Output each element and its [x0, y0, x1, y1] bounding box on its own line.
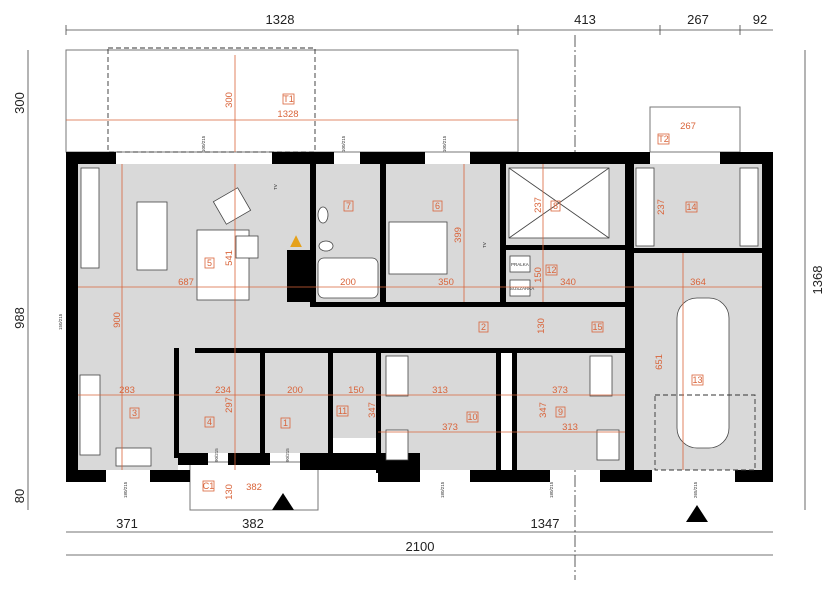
room-label-15: 15 [592, 322, 602, 332]
dim-top-2: 413 [574, 12, 596, 27]
svg-text:297: 297 [224, 397, 235, 413]
overall-dimensions: 1328 413 267 92 300 988 80 1368 371 382 … [12, 12, 825, 580]
svg-text:347: 347 [538, 402, 549, 418]
room-label-10: 10 [467, 412, 477, 422]
washbasin [317, 206, 329, 224]
dim-top-4: 92 [753, 12, 767, 27]
dim-right: 1368 [810, 266, 825, 295]
svg-text:373: 373 [552, 385, 568, 396]
room-label-13: 13 [692, 375, 702, 385]
svg-text:90/215: 90/215 [214, 448, 219, 462]
svg-text:651: 651 [654, 354, 665, 370]
dim-bottom-3: 1347 [531, 516, 560, 531]
washer-label: PRALKA [511, 262, 529, 267]
room-dimension-texts: 300 1328 267 130 382 200 130 283 234 297… [112, 92, 706, 500]
room-label-t2: T2 [658, 134, 669, 144]
room-label-c1: C1 [203, 481, 215, 491]
garage-entrance-arrow-icon [686, 505, 708, 522]
room-label-9: 9 [558, 407, 563, 417]
svg-text:237: 237 [533, 197, 544, 213]
dim-bottom-2: 382 [242, 516, 264, 531]
bathtub [317, 257, 379, 299]
svg-text:180/215: 180/215 [440, 481, 445, 498]
svg-text:347: 347 [367, 402, 378, 418]
dryer-label: SUSZARKA [510, 286, 534, 291]
ottoman [235, 235, 259, 259]
svg-text:237: 237 [656, 199, 667, 215]
svg-text:200: 200 [287, 385, 303, 396]
svg-text:150: 150 [533, 267, 544, 283]
svg-text:100/215: 100/215 [341, 135, 346, 152]
svg-text:90/215: 90/215 [285, 448, 290, 462]
room-label-7: 7 [346, 201, 351, 211]
svg-text:399: 399 [453, 227, 464, 243]
dining-table [136, 201, 168, 271]
double-bed [388, 221, 448, 275]
dim-left-2: 988 [12, 307, 27, 329]
dim-total: 2100 [406, 539, 435, 554]
room-label-1: 1 [283, 418, 288, 428]
room-label-14: 14 [686, 202, 696, 212]
terrace-t1 [65, 49, 519, 153]
car-icon [676, 297, 730, 449]
room-labels: T1 T2 C1 1 2 3 4 5 6 7 8 9 10 11 12 13 1… [129, 93, 704, 492]
furniture: ▲ PRALKA SUSZARKA TV TV [79, 167, 759, 522]
walls [66, 152, 773, 482]
svg-text:234: 234 [215, 385, 231, 396]
svg-text:340: 340 [560, 277, 576, 288]
tv-label-1: TV [273, 184, 278, 190]
terrace-t2 [649, 106, 741, 153]
room-label-12: 12 [546, 265, 556, 275]
svg-text:313: 313 [432, 385, 448, 396]
svg-text:265/215: 265/215 [693, 481, 698, 498]
room-label-4: 4 [207, 417, 212, 427]
svg-text:180/215: 180/215 [549, 481, 554, 498]
room-label-8: 8 [553, 201, 558, 211]
svg-text:313: 313 [562, 422, 578, 433]
window-labels: 100/215 100/215 100/215 150/215 180/215 … [58, 135, 698, 498]
svg-text:130: 130 [224, 484, 235, 500]
svg-text:373: 373 [442, 422, 458, 433]
room-label-5: 5 [207, 258, 212, 268]
dim-bottom-1: 371 [116, 516, 138, 531]
svg-text:900: 900 [112, 312, 123, 328]
svg-text:364: 364 [690, 277, 706, 288]
svg-text:283: 283 [119, 385, 135, 396]
dim-top-1: 1328 [266, 12, 295, 27]
svg-text:1328: 1328 [277, 109, 298, 120]
svg-text:350: 350 [438, 277, 454, 288]
svg-text:267: 267 [680, 121, 696, 132]
svg-text:150/215: 150/215 [58, 313, 63, 330]
entrance-arrow-icon [272, 493, 294, 510]
svg-text:100/215: 100/215 [442, 135, 447, 152]
dim-top-3: 267 [687, 12, 709, 27]
pergola-outline [107, 47, 316, 153]
armchair [212, 187, 252, 225]
room-label-2: 2 [481, 322, 486, 332]
room-label-11: 11 [338, 406, 347, 416]
fireplace-icon: ▲ [286, 230, 306, 252]
dim-left-3: 80 [12, 489, 27, 503]
room-dimension-lines [66, 55, 762, 470]
toilet [318, 240, 334, 252]
svg-text:180/215: 180/215 [123, 481, 128, 498]
svg-text:300: 300 [224, 92, 235, 108]
vestibule-c1 [189, 461, 319, 511]
room-label-6: 6 [435, 201, 440, 211]
svg-text:130: 130 [536, 318, 547, 334]
tv-label-2: TV [482, 242, 487, 248]
svg-text:200: 200 [340, 277, 356, 288]
svg-text:382: 382 [246, 482, 262, 493]
room-label-t1: T1 [283, 94, 294, 104]
svg-text:687: 687 [178, 277, 194, 288]
svg-text:150: 150 [348, 385, 364, 396]
room-label-3: 3 [132, 408, 137, 418]
svg-text:100/215: 100/215 [201, 135, 206, 152]
svg-text:541: 541 [224, 250, 235, 266]
dim-left-1: 300 [12, 92, 27, 114]
